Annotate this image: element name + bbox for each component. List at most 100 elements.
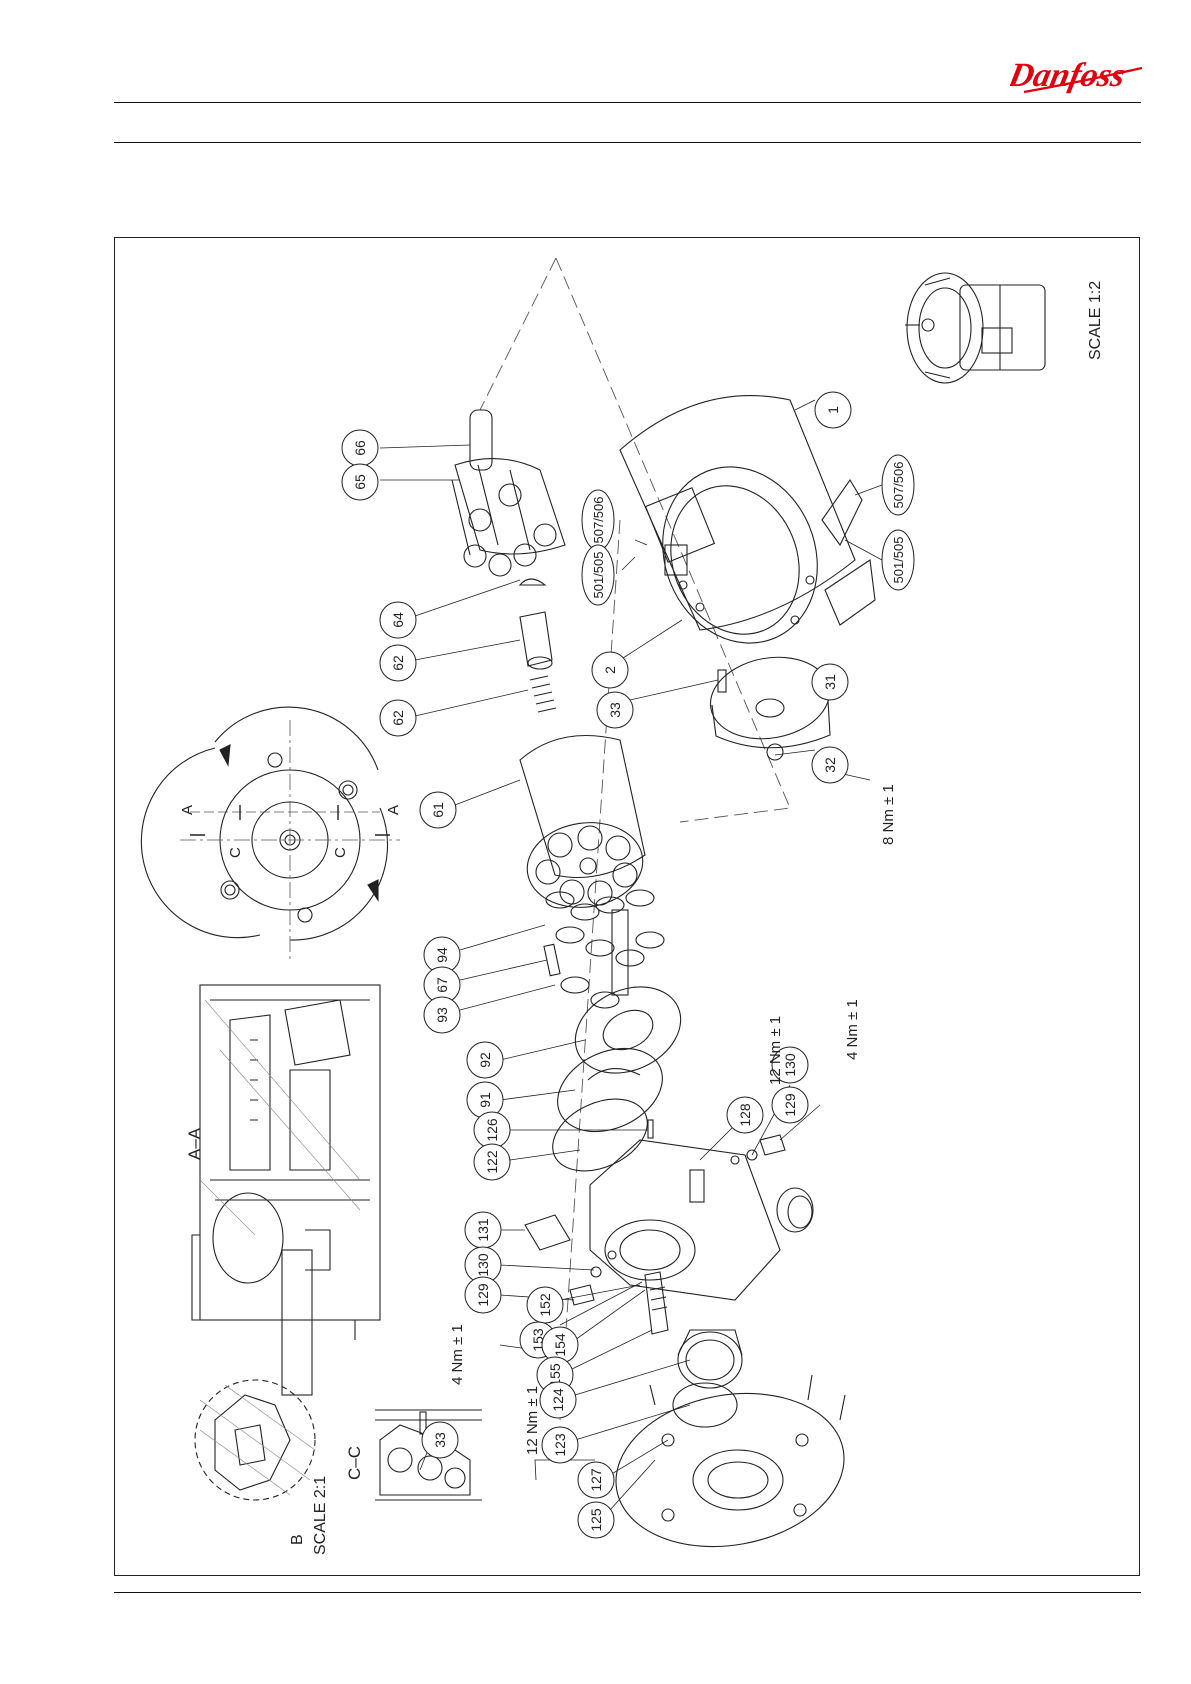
label-cut-a-bottom: A [385, 805, 402, 815]
part-bubble-p507b: 507/506 [882, 455, 914, 515]
part-bubble-label: 62 [390, 710, 406, 726]
detail-view-b [195, 1380, 315, 1500]
piston-assembly-part-65 [452, 410, 565, 576]
label-overview-scale: SCALE 1:2 [1087, 281, 1104, 360]
explode-axis [480, 258, 790, 1420]
part-bubble-p2: 2 [592, 652, 628, 688]
part-bubble-label: 31 [822, 674, 838, 690]
part-bubble-label: 127 [588, 1468, 604, 1492]
part-bubble-label: 501/505 [591, 552, 606, 599]
o-ring-part-123 [673, 1383, 737, 1427]
part-bubble-p125: 125 [578, 1502, 614, 1538]
part-bubble-p152: 152 [527, 1287, 563, 1323]
piston-rings-parts-93-94 [546, 890, 664, 1008]
label-cut-c-bottom: C [332, 847, 349, 858]
part-bubble-p33b: 33 [422, 1422, 458, 1458]
part-bubble-label: 130 [782, 1053, 798, 1077]
part-bubble-p129a: 129 [772, 1087, 808, 1123]
part-bubble-label: 91 [477, 1092, 493, 1108]
part-bubble-label: 33 [432, 1432, 448, 1448]
flange-part-125 [604, 1375, 857, 1564]
part-bubble-label: 128 [737, 1103, 753, 1127]
part-bubble-label: 65 [352, 474, 368, 490]
cylinder-block-part-61 [520, 736, 648, 915]
part-bubble-p507a: 507/506 [582, 490, 614, 550]
part-bubble-label: 33 [607, 702, 623, 718]
part-bubble-label: 126 [484, 1118, 500, 1142]
valve-plate-part-92 [561, 971, 695, 1090]
part-bubble-label: 507/506 [891, 462, 906, 509]
port-fitting [777, 1188, 813, 1232]
part-bubble-label: 32 [822, 757, 838, 773]
part-bubble-p126: 126 [474, 1112, 510, 1148]
part-bubble-p62a: 62 [380, 645, 416, 681]
part-bubble-label: 2 [602, 666, 618, 674]
part-bubble-p501b: 501/505 [882, 530, 914, 590]
part-bubble-label: 94 [434, 947, 450, 963]
seal-carrier-part-124 [678, 1330, 742, 1388]
label-cut-a-top: A [179, 805, 196, 815]
part-bubble-label: 61 [430, 802, 446, 818]
part-bubble-p31: 31 [812, 664, 848, 700]
part-bubble-label: 131 [475, 1218, 491, 1242]
pin-part-126 [648, 1120, 653, 1138]
part-bubble-label: 93 [434, 1007, 450, 1023]
part-bubble-label: 92 [477, 1052, 493, 1068]
part-bubble-p501a: 501/505 [582, 545, 614, 605]
part-bubble-p32: 32 [812, 747, 848, 783]
torque-32: 8 Nm ± 1 [880, 784, 897, 845]
part-bubble-p122: 122 [474, 1144, 510, 1180]
part-bubble-p129b: 129 [465, 1277, 501, 1313]
part-bubble-p62b: 62 [380, 700, 416, 736]
plug-part-131 [525, 1215, 570, 1250]
swashplate-part-31 [704, 648, 836, 760]
part-bubble-p61: 61 [420, 792, 456, 828]
end-cover-body [590, 1140, 780, 1300]
housing-part-1 [620, 396, 875, 667]
part-bubble-p131: 131 [465, 1212, 501, 1248]
part-bubble-label: 125 [588, 1508, 604, 1532]
part-bubble-p66: 66 [342, 430, 378, 466]
part-bubble-label: 122 [484, 1150, 500, 1174]
part-bubble-p33: 33 [597, 692, 633, 728]
ball-guide-part-64 [520, 579, 545, 585]
part-bubble-label: 123 [552, 1433, 568, 1457]
part-bubble-label: 1 [825, 406, 841, 414]
plug-parts-129-130-left [570, 1267, 601, 1305]
overview-pump [905, 273, 1045, 383]
spring-part-62 [530, 676, 556, 712]
label-section-cc: C–C [345, 1446, 364, 1480]
part-bubble-p65: 65 [342, 464, 378, 500]
torque-129-right: 4 Nm ± 1 [844, 999, 861, 1060]
part-bubble-label: 129 [782, 1093, 798, 1117]
torque-127: 12 Nm ± 1 [524, 1386, 541, 1455]
part-bubble-label: 124 [550, 1388, 566, 1412]
part-bubble-label: 62 [390, 655, 406, 671]
section-view-cc [375, 1410, 482, 1500]
label-section-aa: A–A [185, 1127, 204, 1160]
part-bubble-p128: 128 [727, 1097, 763, 1133]
part-bubble-label: 154 [552, 1333, 568, 1357]
holder-part-62 [520, 612, 552, 669]
part-bubble-label: 507/506 [591, 497, 606, 544]
part-bubble-p93: 93 [424, 997, 460, 1033]
part-bubble-label: 64 [390, 612, 406, 628]
section-view-aa [192, 985, 380, 1395]
label-detail-b: B [289, 1534, 306, 1545]
label-detail-b-scale: SCALE 2:1 [312, 1476, 329, 1555]
part-bubble-p127: 127 [578, 1462, 614, 1498]
torque-128: 12 Nm ± 1 [767, 1016, 784, 1085]
torque-129-left: 4 Nm ± 1 [449, 1324, 466, 1385]
part-bubble-label: 66 [352, 440, 368, 456]
part-bubble-p64: 64 [380, 602, 416, 638]
part-bubble-p124: 124 [540, 1382, 576, 1418]
label-cut-c-top: C [227, 847, 244, 858]
o-ring-part-122 [541, 1085, 659, 1185]
front-view [141, 707, 400, 960]
part-bubble-label: 501/505 [891, 537, 906, 584]
part-bubble-p92: 92 [467, 1042, 503, 1078]
part-bubble-label: 130 [475, 1253, 491, 1277]
part-bubble-label: 67 [434, 977, 450, 993]
valve-parts-152-155 [645, 1272, 668, 1334]
